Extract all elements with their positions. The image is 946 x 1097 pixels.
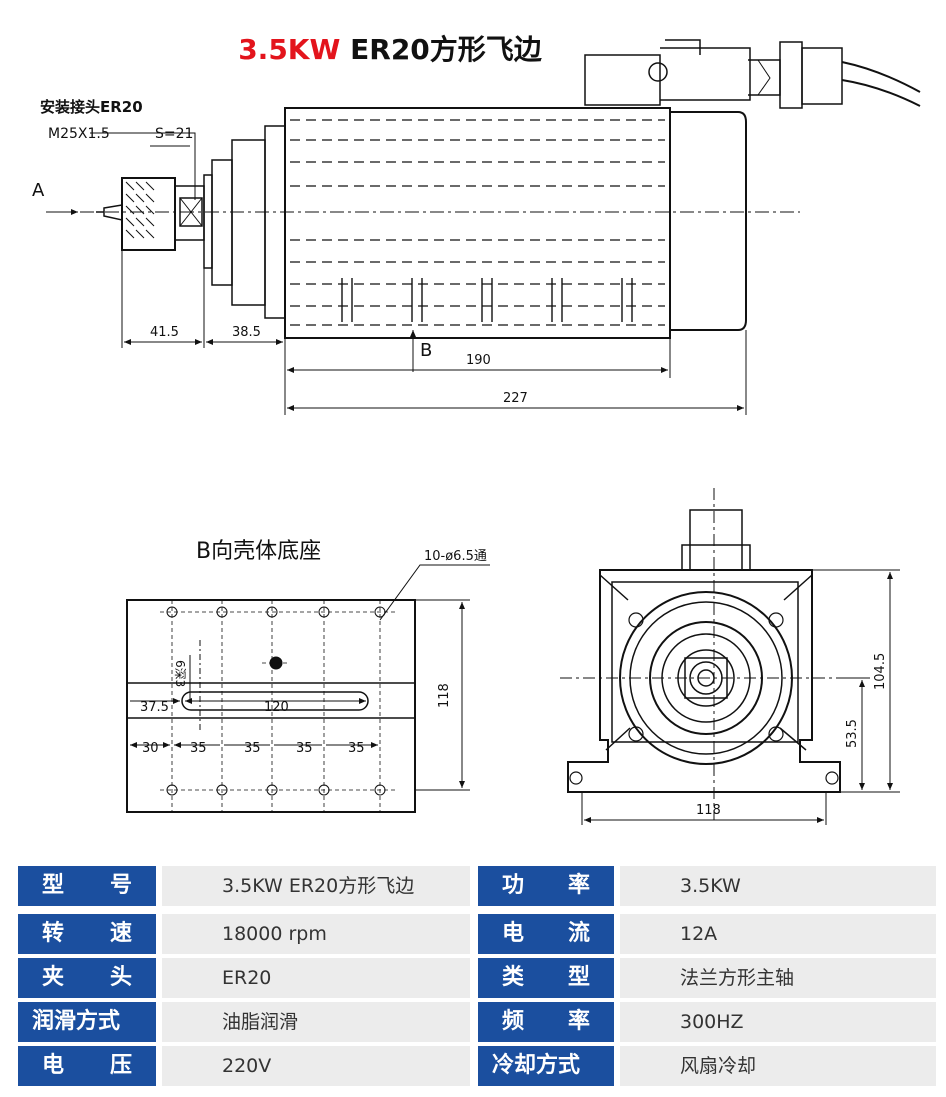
- spec-row: 润滑方式 油脂润滑 频率 300HZ: [18, 1002, 936, 1042]
- title-model: ER20方形飞边: [350, 33, 542, 66]
- spec-label: 润滑方式: [18, 1002, 156, 1042]
- spec-value: 300HZ: [620, 1002, 936, 1042]
- dim-227: 227: [503, 391, 528, 406]
- spec-value: 18000 rpm: [162, 914, 470, 954]
- spec-row: 夹头 ER20 类型 法兰方形主轴: [18, 958, 936, 998]
- dim-35-a: 35: [190, 741, 207, 756]
- spec-label: 功率: [478, 866, 614, 906]
- dim-190: 190: [466, 353, 491, 368]
- spec-value: 风扇冷却: [620, 1046, 936, 1086]
- technical-drawing: 安装接头ER20 M25X1.5 S=21 A B 41.5 38.5 190 …: [32, 39, 921, 825]
- hole-note: 10-ø6.5通: [424, 549, 487, 564]
- collet-label: 安装接头ER20: [40, 98, 143, 116]
- dim-38-5: 38.5: [232, 325, 261, 340]
- dim-35-c: 35: [296, 741, 313, 756]
- dim-35-b: 35: [244, 741, 261, 756]
- spec-label: 电压: [18, 1046, 156, 1086]
- dim-depth: 6深3: [173, 660, 187, 687]
- spec-value: 3.5KW ER20方形飞边: [162, 866, 470, 906]
- page-title: 3.5KW ER20方形飞边: [0, 28, 780, 68]
- view-a-label: A: [32, 180, 45, 201]
- spec-row: 型号 3.5KW ER20方形飞边 功率 3.5KW: [18, 866, 936, 906]
- thread-label: M25X1.5: [48, 126, 110, 142]
- dim-37-5: 37.5: [140, 700, 169, 715]
- title-power: 3.5KW: [238, 33, 341, 66]
- spindle-side-view: [46, 39, 921, 415]
- dim-35-d: 35: [348, 741, 365, 756]
- spec-value: 3.5KW: [620, 866, 936, 906]
- spec-label: 类型: [478, 958, 614, 998]
- spec-label: 型号: [18, 866, 156, 906]
- spec-label: 冷却方式: [478, 1046, 614, 1086]
- dim-53-5: 53.5: [845, 719, 860, 748]
- spec-value: 油脂润滑: [162, 1002, 470, 1042]
- dim-104-5: 104.5: [873, 653, 888, 690]
- spec-label: 转速: [18, 914, 156, 954]
- dim-30: 30: [142, 741, 159, 756]
- wrench-label: S=21: [155, 126, 193, 142]
- spec-value: ER20: [162, 958, 470, 998]
- dim-120: 120: [264, 700, 289, 715]
- spec-row: 转速 18000 rpm 电流 12A: [18, 914, 936, 954]
- spec-value: 220V: [162, 1046, 470, 1086]
- flange-front-view: [560, 488, 900, 825]
- base-view-title: B向壳体底座: [196, 539, 321, 564]
- spec-row: 电压 220V 冷却方式 风扇冷却: [18, 1046, 936, 1086]
- spec-label: 频率: [478, 1002, 614, 1042]
- view-b-label: B: [420, 340, 432, 361]
- spec-value: 法兰方形主轴: [620, 958, 936, 998]
- spec-label: 夹头: [18, 958, 156, 998]
- dim-41-5: 41.5: [150, 325, 179, 340]
- dim-118-front: 118: [696, 803, 721, 818]
- base-view: [126, 564, 490, 813]
- spec-label: 电流: [478, 914, 614, 954]
- dim-118-base: 118: [437, 683, 452, 708]
- spec-value: 12A: [620, 914, 936, 954]
